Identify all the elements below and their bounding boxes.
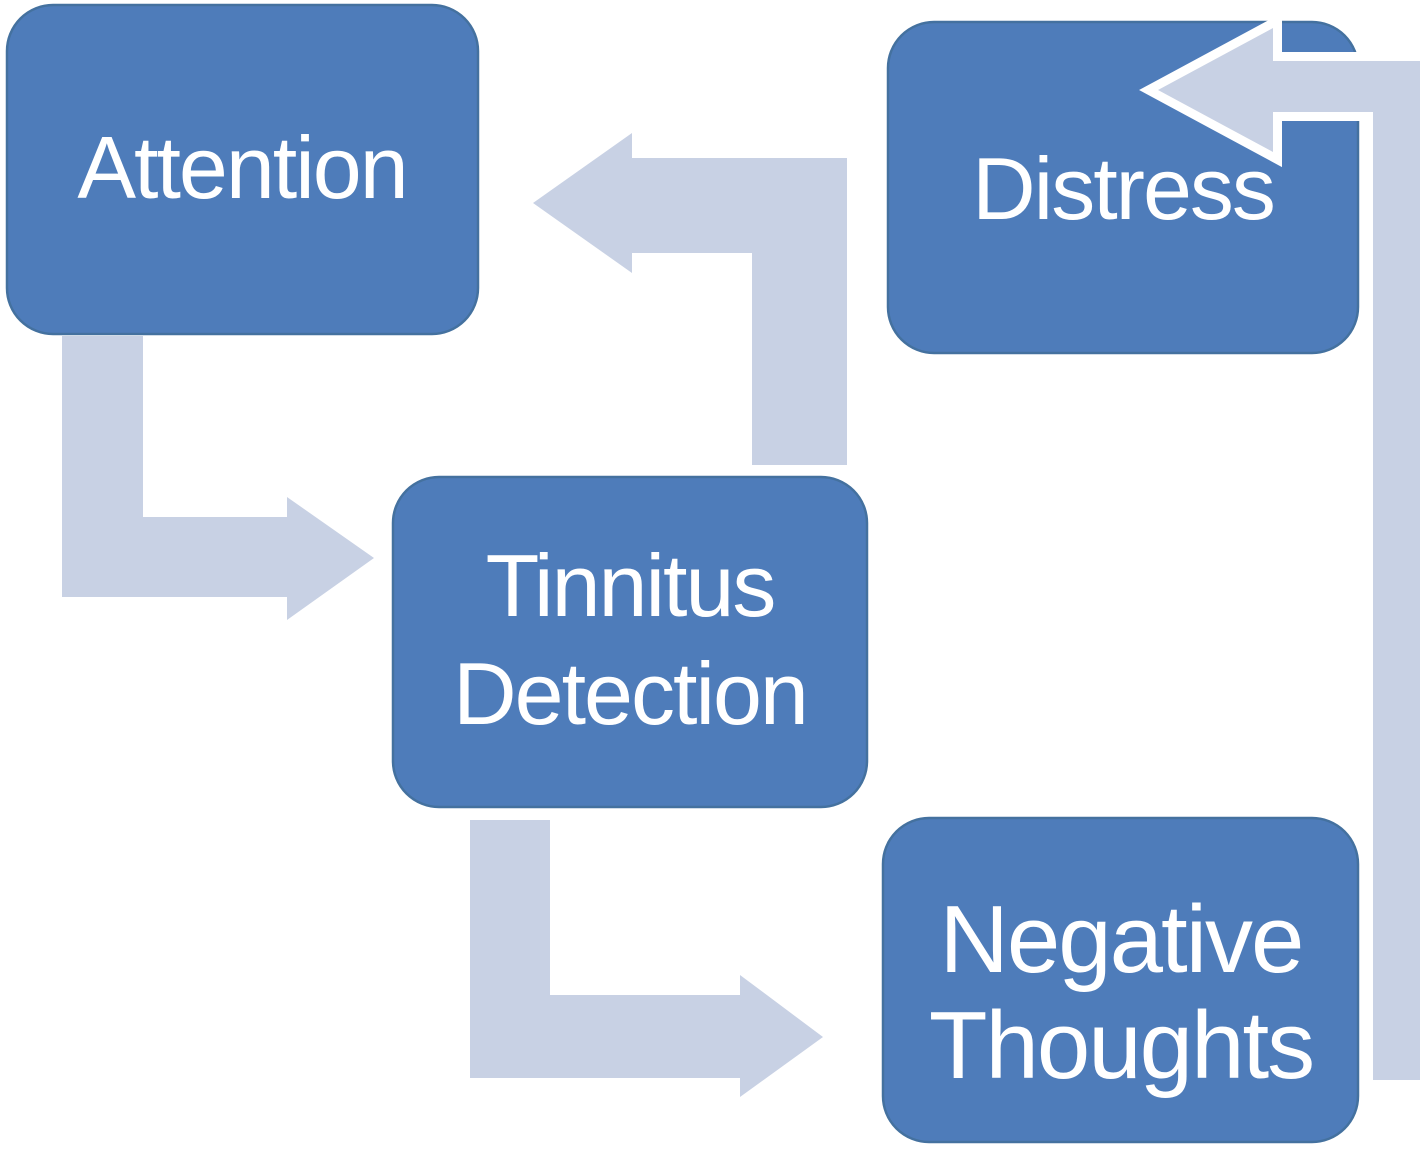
- node-label-distress: Distress: [972, 139, 1274, 238]
- arrow-negative-thoughts-to-distress: [1139, 12, 1425, 1089]
- node-negative-thoughts-shape: [881, 816, 1360, 1144]
- node-label-tinnitus-line2: Detection: [453, 644, 807, 743]
- arrow-attention-to-tinnitus: [62, 336, 374, 620]
- arrow-tinnitus-to-attention: [533, 133, 847, 465]
- node-label-tinnitus-line1: Tinnitus: [486, 536, 775, 635]
- node-label-negative-line1: Negative: [940, 886, 1303, 993]
- node-label-negative-line2: Thoughts: [929, 992, 1313, 1099]
- node-attention-shape: [5, 3, 480, 336]
- node-tinnitus-detection-shape: [391, 475, 869, 809]
- node-label-attention: Attention: [77, 118, 406, 217]
- arrow-tinnitus-to-negative-thoughts: [470, 820, 823, 1097]
